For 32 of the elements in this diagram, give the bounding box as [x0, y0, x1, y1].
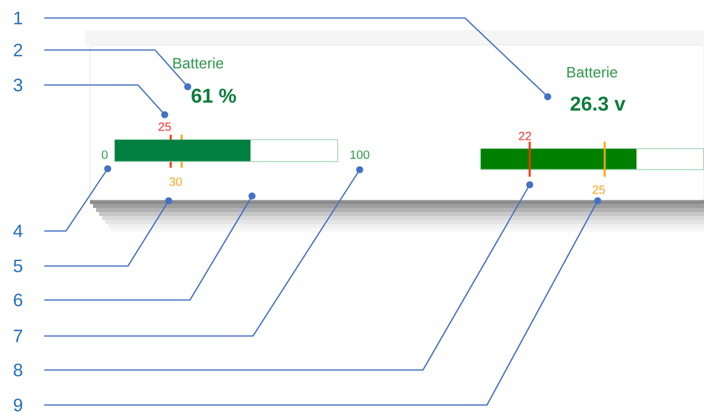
leader-line — [44, 197, 172, 267]
heading-text: Batterie — [567, 66, 618, 78]
callout-number: 1 — [14, 12, 22, 24]
callout-number: 2 — [14, 44, 22, 56]
leader-line — [44, 166, 364, 337]
leader-line — [44, 165, 112, 232]
leader-line — [44, 17, 552, 100]
value-text: 26.3 v — [570, 96, 626, 111]
heading-text: Batterie — [173, 58, 224, 68]
value-text: 61 % — [192, 88, 236, 103]
marker-line — [528, 142, 531, 177]
callout-number: 6 — [14, 294, 22, 306]
callout-number: 4 — [13, 224, 22, 238]
marker-line — [604, 142, 606, 177]
leader-line — [44, 192, 256, 301]
leader-line — [44, 49, 192, 90]
leader-line — [44, 181, 534, 371]
callout-number: 8 — [14, 364, 22, 376]
gauge-bar — [114, 140, 338, 162]
scale-label: 100 — [350, 150, 370, 159]
tick-label: 22 — [518, 132, 532, 140]
callout-number: 7 — [14, 330, 22, 342]
tick-label: 25 — [158, 122, 171, 131]
callout-number: 9 — [14, 398, 22, 412]
leader-line — [44, 197, 602, 406]
scale-label: 0 — [102, 150, 108, 159]
callout-number: 5 — [14, 260, 22, 272]
callout-number: 3 — [14, 78, 22, 92]
leader-line — [44, 84, 168, 118]
gauge-bar — [480, 148, 704, 170]
tick-label: 25 — [592, 185, 605, 194]
tick-label: 30 — [170, 177, 182, 186]
